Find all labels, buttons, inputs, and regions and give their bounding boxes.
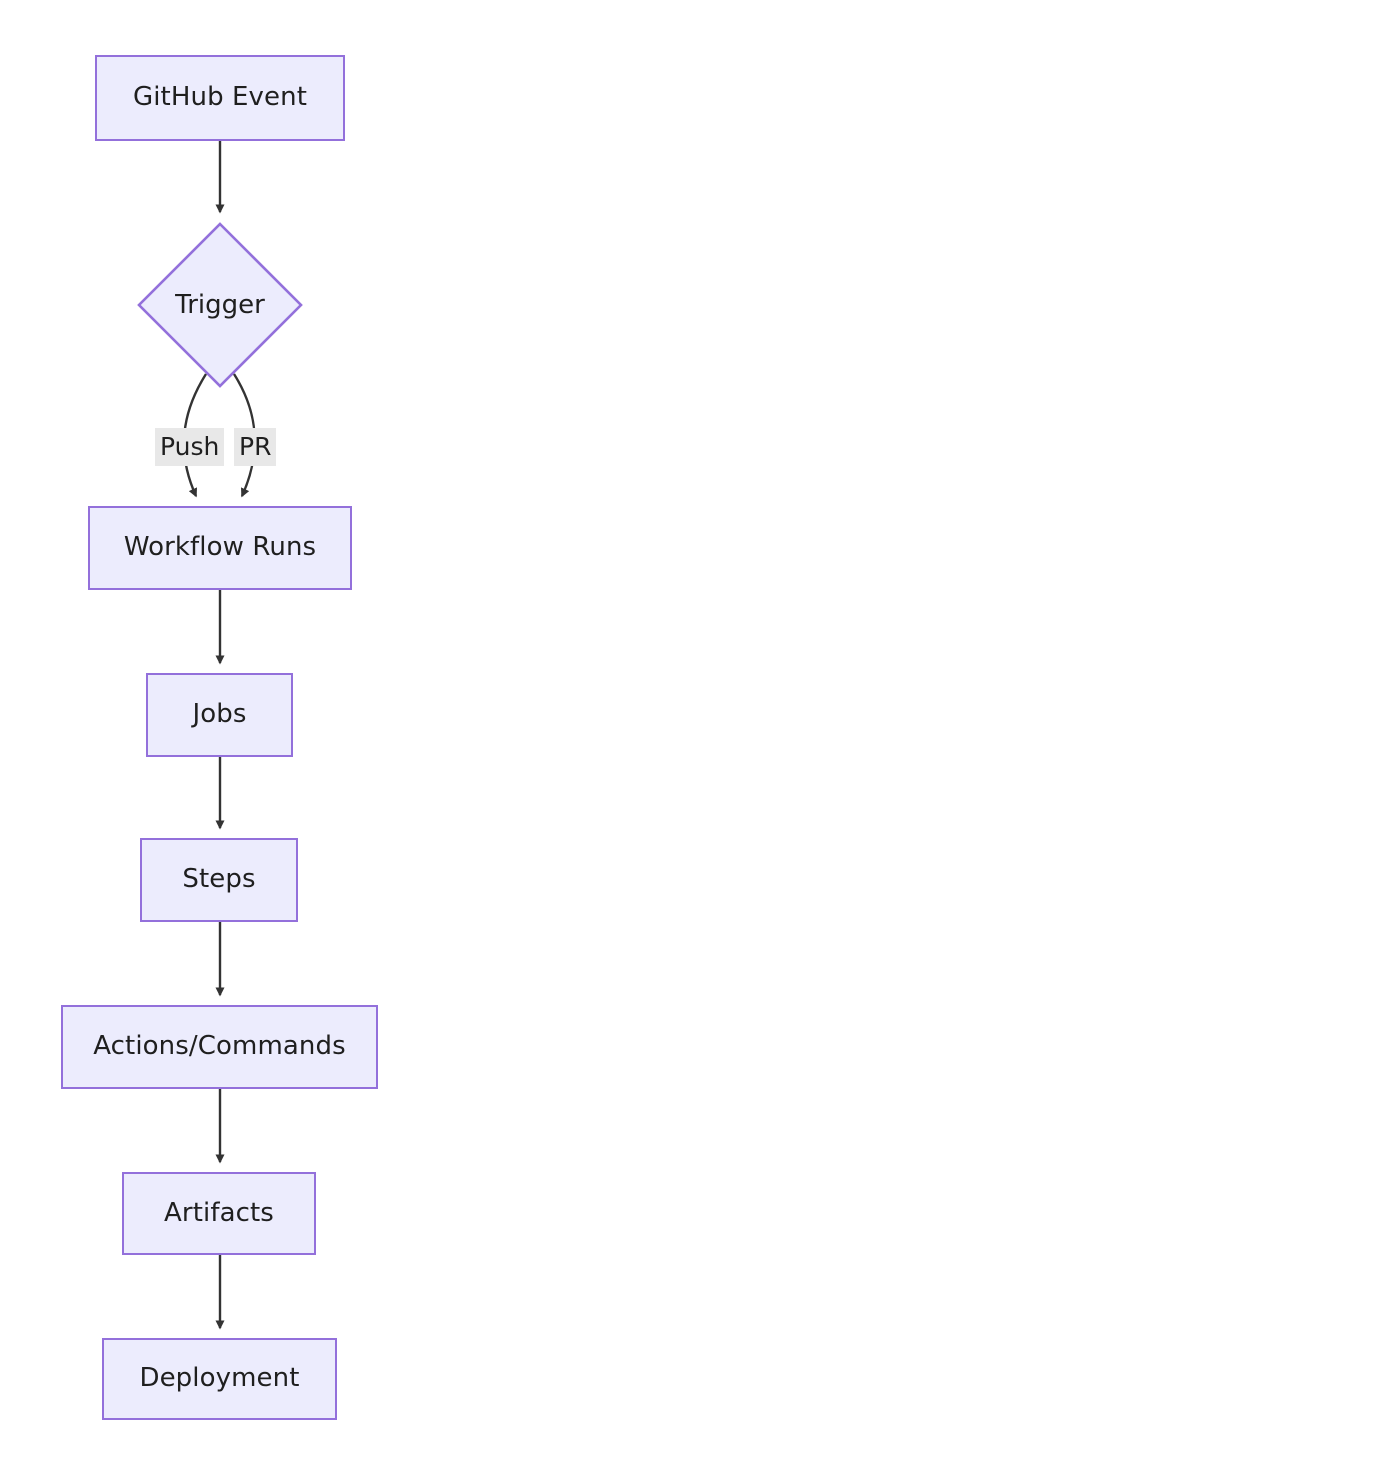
node-label-jobs: Jobs xyxy=(192,699,247,730)
edge-label-push: Push xyxy=(155,428,225,467)
node-workflow-runs[interactable]: Workflow Runs xyxy=(88,506,352,590)
node-label-steps: Steps xyxy=(182,864,256,895)
edge-label-push-text: Push xyxy=(160,432,220,461)
node-github-event[interactable]: GitHub Event xyxy=(95,55,345,141)
node-label-actions-commands: Actions/Commands xyxy=(93,1031,346,1062)
node-label-artifacts: Artifacts xyxy=(164,1197,274,1228)
node-steps[interactable]: Steps xyxy=(140,838,298,922)
node-label-workflow-runs: Workflow Runs xyxy=(123,532,317,563)
node-actions-commands[interactable]: Actions/Commands xyxy=(61,1005,378,1089)
node-deployment[interactable]: Deployment xyxy=(102,1338,337,1420)
node-label-trigger: Trigger xyxy=(175,290,265,320)
node-jobs[interactable]: Jobs xyxy=(146,673,293,757)
node-label-deployment: Deployment xyxy=(139,1363,300,1394)
edge-label-pr: PR xyxy=(234,428,277,467)
node-label-github-event: GitHub Event xyxy=(132,82,308,113)
edge-label-pr-text: PR xyxy=(239,432,272,461)
diamond-shape xyxy=(137,222,303,388)
node-trigger[interactable]: Trigger xyxy=(137,222,303,388)
node-artifacts[interactable]: Artifacts xyxy=(122,1172,316,1255)
